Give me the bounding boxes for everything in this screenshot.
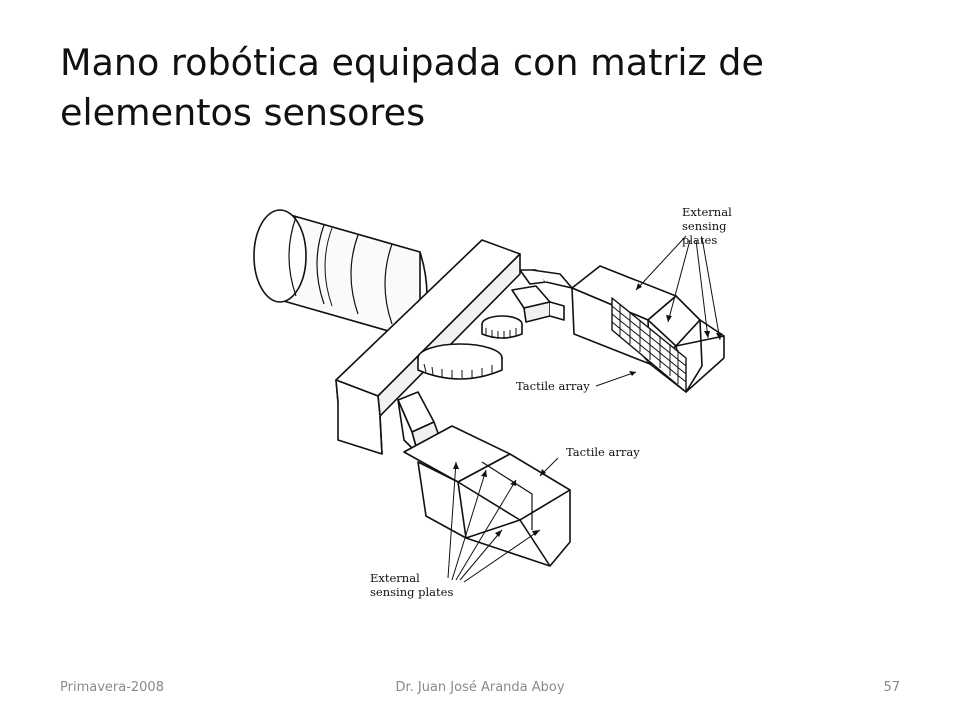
label-external-top-1: External [682,205,732,219]
footer-author: Dr. Juan José Aranda Aboy [395,680,565,695]
footer-page-number: 57 [883,680,900,695]
upper-finger-joint [511,269,573,323]
label-external-top-3: plates [682,233,717,247]
label-external-top-2: sensing [682,219,727,233]
palm-plate [335,239,521,455]
gear-wheels [417,315,523,380]
label-tactile-array-upper: Tactile array [516,379,590,393]
lower-finger [403,425,571,567]
tactile-array-grid [611,297,687,393]
robot-hand-figure: External sensing plates Tactile array Ta… [220,170,780,620]
robot-hand-drawing: External sensing plates Tactile array Ta… [253,205,732,599]
label-external-bottom-1: External [370,571,420,585]
label-external-bottom-2: sensing plates [370,585,453,599]
slide-title: Mano robótica equipada con matriz de ele… [60,38,920,138]
arrowheads [453,283,722,537]
slide-title-line-2: elementos sensores [60,91,426,134]
label-tactile-array-lower: Tactile array [566,445,640,459]
slide-title-line-1: Mano robótica equipada con matriz de [60,41,764,84]
footer-date: Primavera-2008 [60,680,164,695]
